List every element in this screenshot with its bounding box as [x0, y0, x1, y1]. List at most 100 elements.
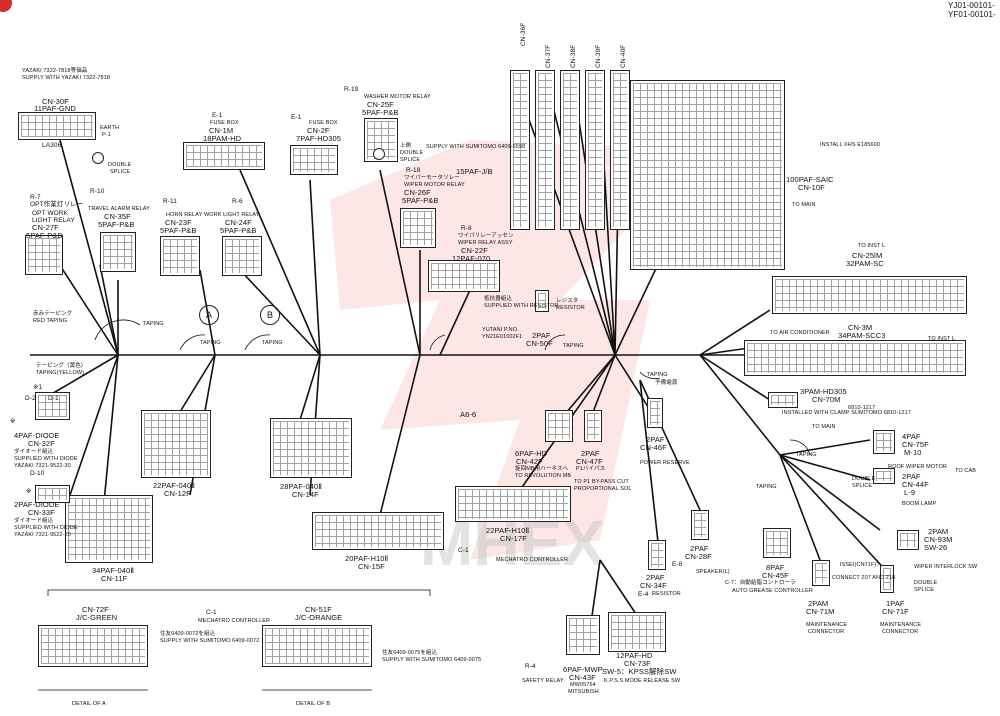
label-wiper-motor-relay: WIPER MOTOR RELAY: [404, 182, 465, 188]
label-cn71m-type: 2PAM: [808, 599, 829, 608]
label-opt-work: OPT WORK: [32, 210, 69, 217]
connector-cn28f: [691, 510, 709, 540]
label-connect-207: CONNECT 207 AND 218: [832, 575, 896, 581]
label-work-light-relay: WORK LIGHT RELAY: [204, 212, 260, 218]
label-cn23f: CN-23F: [165, 218, 192, 227]
label-r6: R-6: [232, 198, 243, 205]
label-c1b: C-1: [206, 609, 217, 616]
connector-cn34f: [648, 540, 666, 570]
connector-cn25f: [364, 118, 398, 162]
label-cn44f-type: 2PAF: [902, 472, 921, 481]
label-resistor-en: RESISTOR: [556, 305, 585, 311]
label-maint-a: MAINTENANCE: [806, 622, 848, 628]
label-e1a: E-1: [212, 112, 223, 119]
label-cn71f: CN-71F: [882, 607, 909, 616]
label-mechatro-ctrl-b: MECHATRO CONTROLLER: [198, 618, 271, 624]
label-taping-yellow: TAPING(YELLOW): [36, 370, 85, 376]
label-red-taping-jp: 赤みテーピング: [33, 311, 73, 317]
connector-cn2f: [290, 145, 338, 175]
label-roof-wiper: ROOF WIPER MOTOR: [888, 464, 947, 470]
label-cn50f-type: 2PAF: [532, 331, 551, 340]
label-yazaki-top: YAZAKI 7322-7818等価品: [22, 68, 88, 74]
connector-cn43f: [566, 615, 600, 655]
label-cn1m: CN-1M: [209, 126, 234, 135]
label-cn33f-type: 2PAF-DIODE: [14, 500, 60, 509]
label-taping-4: TAPING: [563, 343, 584, 349]
label-double-splice-4b: SPLICE: [914, 587, 935, 593]
label-cn35f-type: 5PAF-P&B: [98, 220, 135, 229]
label-power-reserve: POWER RESERVE: [640, 460, 690, 466]
label-cn71f-type: 1PAF: [886, 599, 905, 608]
label-note-1: ※1: [33, 384, 43, 391]
label-earth: EARTH: [100, 125, 120, 131]
label-maint-b2: CONNECTOR: [882, 629, 919, 635]
label-cn28f: CN-28F: [685, 552, 712, 561]
label-cn17f: CN-17F: [500, 534, 527, 543]
label-note-asterisk-1: ※: [10, 418, 16, 425]
label-double-splice-2b: DOUBLE: [400, 150, 424, 156]
label-cn30f-type: 11PAF-GND: [34, 104, 76, 113]
label-resistor-jp: 抵抗器組込: [484, 296, 513, 302]
label-cn43f: CN-43F: [569, 673, 596, 682]
label-cn34f-type: 2PAF: [646, 573, 665, 582]
label-cn15f: CN-15F: [358, 562, 385, 571]
label-cn43f-no: MW05764: [570, 682, 596, 688]
label-d1: D-1: [48, 395, 59, 402]
label-cn1m-type: 18PAM-HD: [203, 134, 242, 143]
label-cn32f: CN-32F: [28, 439, 55, 448]
label-cn24f-type: 5PAF-P&B: [220, 226, 257, 235]
label-cn93m: CN-93M: [924, 535, 953, 544]
label-cn30f: CN-30F: [42, 97, 69, 106]
label-auto-grease: AUTO GREASE CONTROLLER: [732, 588, 813, 594]
connector-cn35f: [100, 232, 136, 272]
label-cn50f: CN-50F: [526, 339, 553, 348]
label-cn51f-color: J/C-ORANGE: [295, 613, 343, 622]
label-yutani: YUTANI P.NO.: [482, 327, 519, 333]
detail-marker-a: A: [199, 305, 219, 325]
label-cn25m-type: 32PAM-SC: [846, 259, 884, 268]
label-cn12f-type: 22PAF-040Ⅱ: [153, 481, 196, 490]
detail-marker-b: B: [260, 305, 280, 325]
label-wiper-interlock: WIPER INTERLOCK SW: [914, 564, 978, 570]
connector-cn38f: [560, 70, 580, 230]
label-reserve-jp: 予備電源: [655, 380, 678, 386]
connector-cn70m: [768, 392, 798, 408]
connector-cn75f: [873, 430, 895, 454]
label-cn71m: CN-71M: [806, 607, 835, 616]
label-cn2f: CN-2F: [307, 126, 330, 135]
label-cn42f: CN-42F: [516, 457, 543, 466]
label-double-splice-1b: SPLICE: [110, 169, 131, 175]
label-fuse-box-b: FUSE BOX: [309, 120, 338, 126]
label-p1: P-1: [102, 132, 111, 138]
label-supplied-resistor: SUPPLIED WITH RESISTOR: [484, 303, 559, 309]
label-cn75f: CN-75F: [902, 440, 929, 449]
label-supply-green: SUPPLY WITH SUMITOMO 6409-0072: [160, 638, 260, 644]
label-taping-7: TAPING: [756, 484, 777, 490]
label-cn26f-type: 5PAF-P&B: [402, 196, 439, 205]
label-cn14f-type: 28PAF-040Ⅱ: [280, 482, 323, 491]
connector-cn23f: [160, 236, 200, 276]
label-maint-b: MAINTENANCE: [880, 622, 922, 628]
label-cn25m: CN-25lM: [852, 251, 883, 260]
label-cn45f: CN-45F: [762, 571, 789, 580]
label-r19: R-19: [344, 86, 359, 93]
label-l9: L-9: [904, 488, 916, 497]
label-r18-jp: ワイパーモータリレー: [404, 175, 460, 181]
label-cn51f: CN-51F: [305, 605, 332, 614]
label-install-clamp: INSTALLED WITH CLAMP SUMITOMO 6810-1217: [782, 410, 911, 416]
label-kpss: K.P.S.S MODE RELEASE SW: [604, 678, 681, 684]
label-diode-jp-2: ダイオード組込: [14, 518, 54, 524]
connector-cn25m: [772, 276, 967, 314]
label-maint-a2: CONNECTOR: [808, 629, 845, 635]
connector-cn27f: [25, 235, 63, 275]
connector-cn33f: [35, 485, 70, 503]
label-cn28f-type: 2PAF: [690, 544, 709, 553]
double-splice-2: [373, 148, 385, 160]
label-resistor-r: レジスタ: [556, 298, 579, 304]
label-cn34f: CN-34F: [640, 581, 667, 590]
label-mechatro-ctrl-a: MECHATRO CONTROLLER: [496, 557, 569, 563]
label-sumitomo-green-jp: 住友6409-0072を組込: [160, 631, 216, 637]
label-r7: R-7: [30, 194, 41, 201]
connector-cn14f: [270, 418, 352, 478]
label-safety-relay: SAFETY RELAY: [522, 678, 564, 684]
